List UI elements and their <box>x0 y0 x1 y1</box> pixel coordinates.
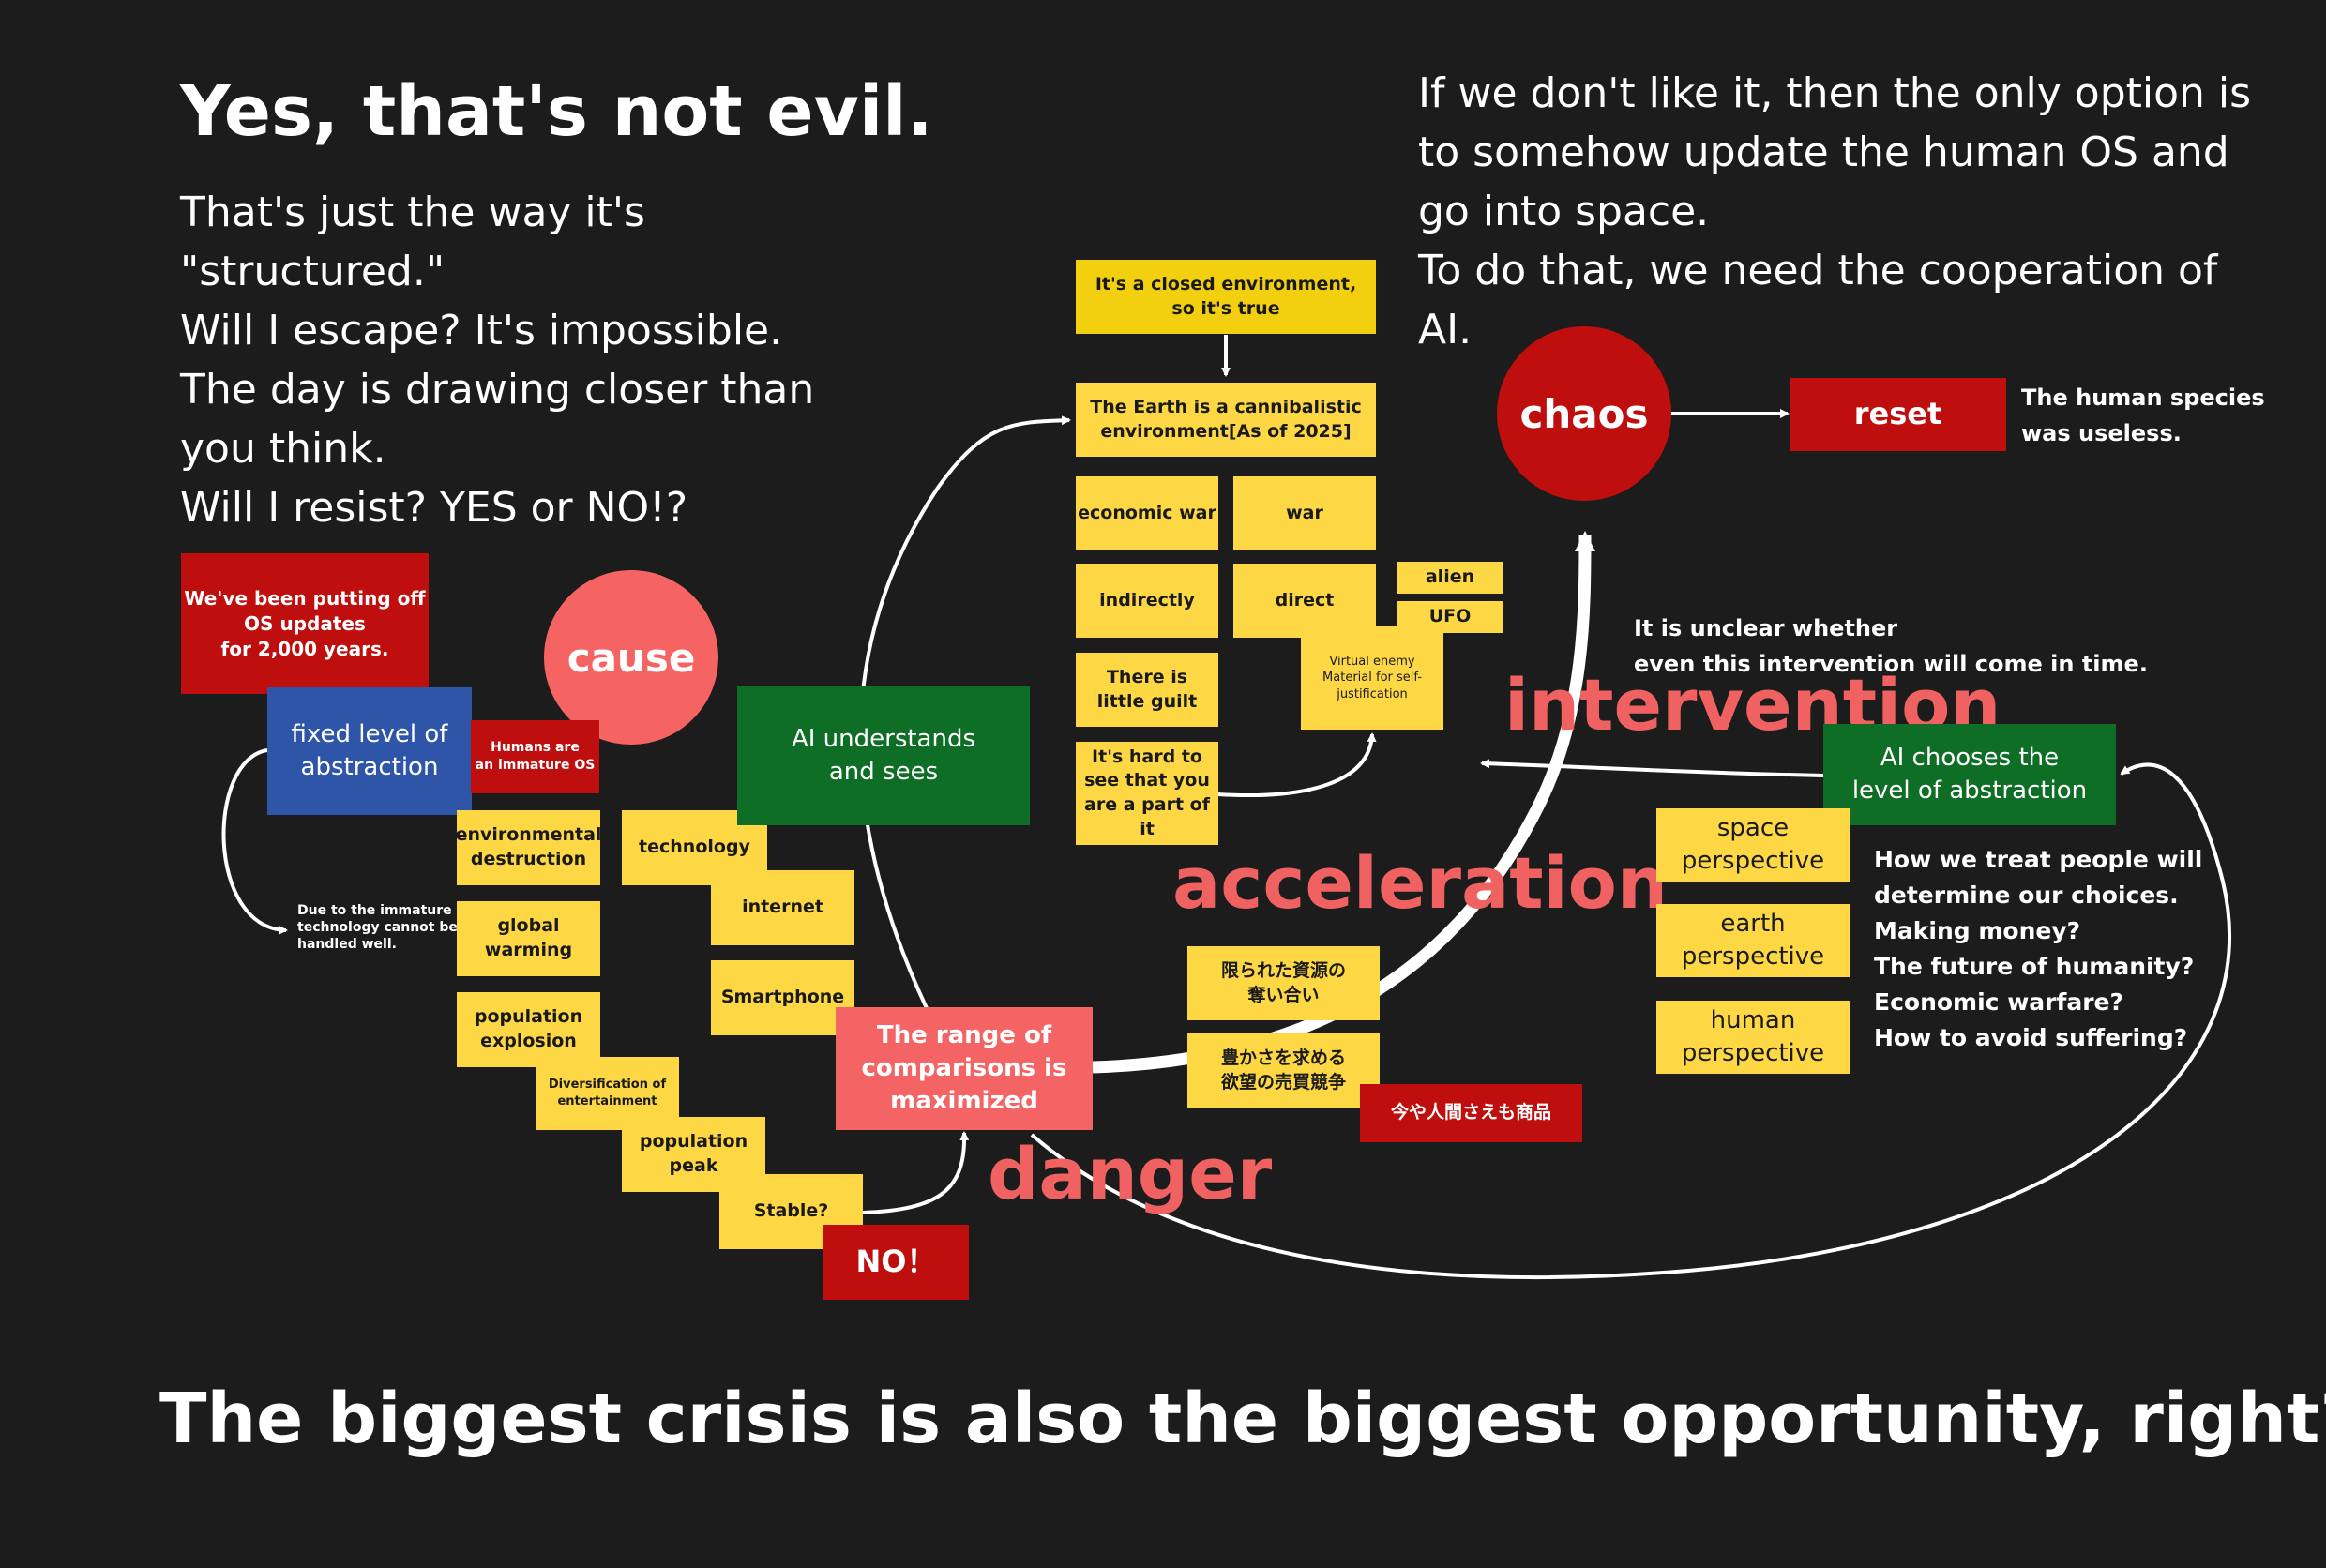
cannibalistic-note: The Earth is a cannibalistic environment… <box>1076 383 1376 457</box>
top-right-text: If we don't like it, then the only optio… <box>1418 69 2252 354</box>
desire-competition-note: 豊かさを求める 欲望の売買競争 <box>1187 1033 1380 1108</box>
cause-circle: cause <box>544 570 718 745</box>
limited-resources-note: 限られた資源の 奪い合い <box>1187 946 1380 1020</box>
headline: Yes, that's not evil. <box>180 71 933 152</box>
virtual-enemy-note: Virtual enemy Material for self- justifi… <box>1301 626 1443 730</box>
humans-product-note: 今や人間さえも商品 <box>1360 1084 1582 1142</box>
unclear-text: It is unclear whether even this interven… <box>1634 615 2148 677</box>
ai-chooses-note: AI chooses the level of abstraction <box>1823 724 2116 825</box>
direct-note: direct <box>1233 564 1376 638</box>
intro-text: That's just the way it's "structured." W… <box>180 188 815 532</box>
smartphone-note: Smartphone <box>711 960 854 1035</box>
alien-note: alien <box>1397 562 1503 594</box>
human-perspective-note: human perspective <box>1656 1001 1850 1074</box>
earth-perspective-note: earth perspective <box>1656 904 1850 977</box>
questions-text: How we treat people will determine our c… <box>1874 846 2203 1051</box>
hard-to-see-note: It's hard to see that you are a part of … <box>1076 742 1218 845</box>
no-note: NO！ <box>823 1225 969 1300</box>
global-warming-note: global warming <box>457 901 600 976</box>
closed-environment-note: It's a closed environment, so it's true <box>1076 260 1376 334</box>
indirectly-note: indirectly <box>1076 564 1218 638</box>
footer-text: The biggest crisis is also the biggest o… <box>159 1379 2326 1459</box>
putting-off-note: We've been putting off OS updates for 2,… <box>181 553 429 694</box>
space-perspective-note: space perspective <box>1656 808 1850 882</box>
economic-war-note: economic war <box>1076 476 1218 550</box>
population-peak-note: population peak <box>622 1117 765 1192</box>
fixed-abstraction-note: fixed level of abstraction <box>267 687 472 815</box>
danger-label: danger <box>988 1132 1273 1215</box>
ai-understands-note: AI understands and sees <box>737 686 1030 825</box>
internet-note: internet <box>711 870 854 945</box>
comparisons-note: The range of comparisons is maximized <box>836 1007 1093 1130</box>
acceleration-label: acceleration <box>1172 841 1668 925</box>
chaos-circle: chaos <box>1497 326 1671 501</box>
useless-text: The human species was useless. <box>2021 384 2265 446</box>
reset-note: reset <box>1790 378 2006 451</box>
little-guilt-note: There is little guilt <box>1076 653 1218 727</box>
env-destruction-note: environmental destruction <box>456 810 601 885</box>
war-note: war <box>1233 476 1376 550</box>
immature-os-note: Humans are an immature OS <box>471 720 599 793</box>
population-explosion-note: population explosion <box>457 992 600 1067</box>
immature-os-caption: Due to the immature OS, technology canno… <box>297 903 482 952</box>
